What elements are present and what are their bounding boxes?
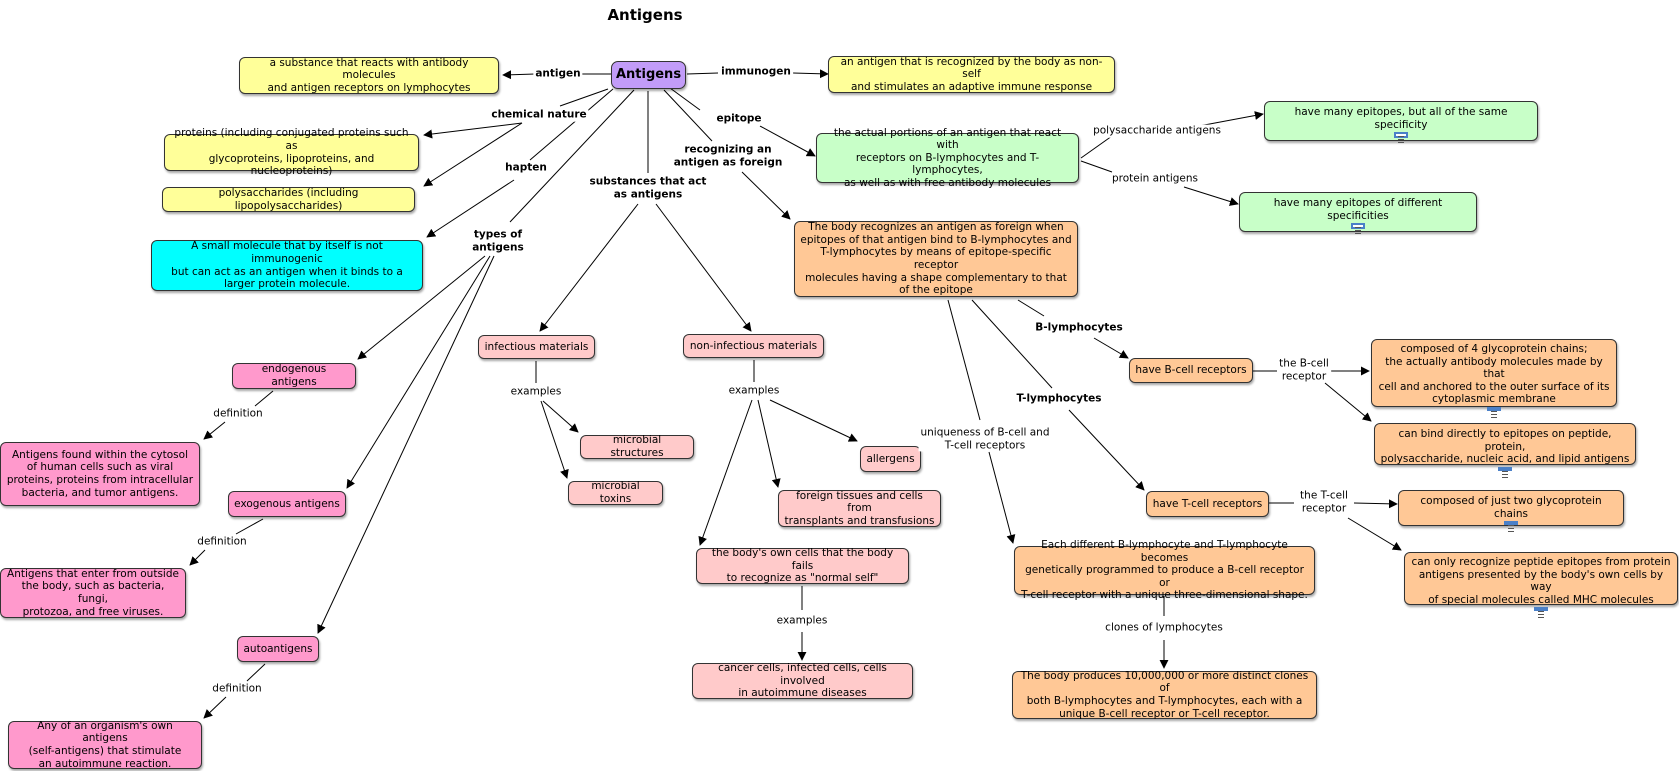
node-b-cell-composition[interactable]: composed of 4 glycoprotein chains; the a… (1371, 339, 1617, 418)
node-infectious-materials[interactable]: infectious materials (478, 335, 595, 359)
node-t-cell-peptide-epitopes[interactable]: can only recognize peptide epitopes from… (1404, 552, 1678, 619)
node-autoantigens[interactable]: autoantigens (237, 636, 319, 662)
node-antigens-root[interactable]: Antigens (611, 61, 686, 89)
node-exogenous-antigens[interactable]: exogenous antigens (228, 491, 346, 517)
node-label: autoantigens (243, 642, 313, 655)
link-label-epitope: epitope (714, 112, 764, 126)
node-recognizes-foreign[interactable]: The body recognizes an antigen as foreig… (794, 221, 1078, 297)
node-clones[interactable]: The body produces 10,000,000 or more dis… (1012, 669, 1317, 720)
node-t-cell-composition[interactable]: composed of just two glycoprotein chains (1398, 490, 1624, 533)
node-label: infectious materials (484, 340, 589, 353)
link-label-the-b-cell-receptor: the B-cell receptor (1277, 357, 1331, 383)
link-label-hapten: hapten (503, 161, 549, 175)
node-b-cell-binding[interactable]: can bind directly to epitopes on peptide… (1374, 423, 1636, 478)
node-epitope-definition[interactable]: the actual portions of an antigen that r… (816, 127, 1079, 189)
node-label: exogenous antigens (234, 497, 340, 510)
node-own-cells[interactable]: the body's own cells that the body fails… (696, 547, 909, 585)
node-endogenous-definition[interactable]: Antigens found within the cytosol of hum… (0, 442, 200, 506)
link-label-polysaccharide-antigens: polysaccharide antigens (1091, 124, 1223, 138)
document-icon[interactable] (1351, 223, 1365, 234)
node-label: The body produces 10,000,000 or more dis… (1020, 669, 1309, 720)
node-endogenous-antigens[interactable]: endogenous antigens (232, 363, 356, 389)
node-label: an antigen that is recognized by the bod… (840, 55, 1103, 93)
link-label-examples-noninfectious: examples (726, 384, 782, 398)
link-label-antigen: antigen (533, 67, 583, 81)
node-b-cell-receptors[interactable]: have B-cell receptors (1129, 358, 1253, 383)
link-label-examples-infectious: examples (508, 385, 564, 399)
node-label: cancer cells, infected cells, cells invo… (718, 662, 887, 700)
link-label-b-lymphocytes: B-lymphocytes (1033, 321, 1125, 335)
node-substance-definition[interactable]: a substance that reacts with antibody mo… (239, 57, 499, 94)
link-label-t-lymphocytes: T-lymphocytes (1014, 392, 1104, 406)
node-label: Each different B-lymphocyte and T-lympho… (1021, 539, 1308, 602)
node-label: have B-cell receptors (1135, 364, 1247, 377)
node-label: endogenous antigens (261, 363, 327, 388)
node-label: have T-cell receptors (1152, 497, 1263, 510)
node-exogenous-definition[interactable]: Antigens that enter from outside the bod… (0, 568, 186, 618)
node-label: microbial structures (610, 434, 664, 459)
node-autoantigens-definition[interactable]: Any of an organism's own antigens (self-… (8, 719, 202, 770)
diagram-title: Antigens (607, 6, 683, 24)
document-icon[interactable] (1498, 466, 1512, 478)
node-polysaccharides[interactable]: polysaccharides (including lipopolysacch… (162, 187, 415, 212)
node-label: The body recognizes an antigen as foreig… (800, 221, 1072, 297)
node-label: Antigens found within the cytosol of hum… (6, 448, 194, 499)
node-label: polysaccharides (including lipopolysacch… (218, 186, 359, 212)
node-label: Any of an organism's own antigens (self-… (28, 719, 182, 770)
node-label: can only recognize peptide epitopes from… (1411, 556, 1671, 606)
link-label-uniqueness: uniqueness of B-cell and T-cell receptor… (918, 426, 1052, 452)
node-allergens[interactable]: allergens (860, 446, 921, 472)
node-immunogen-definition[interactable]: an antigen that is recognized by the bod… (828, 56, 1115, 93)
node-label: can bind directly to epitopes on peptide… (1380, 428, 1630, 466)
link-label-definition-autoantigens: definition (210, 682, 264, 696)
node-label: allergens (866, 452, 915, 465)
link-label-types: types of antigens (470, 228, 526, 254)
node-label: Antigens that enter from outside the bod… (7, 567, 179, 618)
document-icon[interactable] (1394, 132, 1408, 143)
node-label: composed of 4 glycoprotein chains; the a… (1378, 343, 1610, 406)
node-hapten-definition[interactable]: A small molecule that by itself is not i… (151, 240, 423, 291)
node-cancer-cells[interactable]: cancer cells, infected cells, cells invo… (692, 662, 913, 700)
link-label-examples-own-cells: examples (774, 614, 830, 628)
node-different-specificities[interactable]: have many epitopes of different specific… (1239, 192, 1477, 234)
node-non-infectious-materials[interactable]: non-infectious materials (683, 334, 824, 358)
document-icon[interactable] (1487, 406, 1501, 418)
node-label: foreign tissues and cells from transplan… (784, 489, 935, 527)
node-t-cell-receptors[interactable]: have T-cell receptors (1146, 491, 1269, 517)
node-label: have many epitopes of different specific… (1273, 197, 1443, 222)
node-label: the body's own cells that the body fails… (711, 547, 894, 585)
node-label: non-infectious materials (689, 339, 818, 352)
node-label: the actual portions of an antigen that r… (833, 126, 1062, 189)
document-icon[interactable] (1534, 607, 1548, 619)
node-microbial-structures[interactable]: microbial structures (580, 434, 694, 459)
link-label-the-t-cell-receptor: the T-cell receptor (1298, 489, 1350, 515)
node-label: microbial toxins (591, 480, 640, 505)
link-label-protein-antigens: protein antigens (1109, 172, 1201, 186)
node-proteins[interactable]: proteins (including conjugated proteins … (164, 127, 419, 177)
link-label-definition-endogenous: definition (211, 407, 265, 421)
node-foreign-tissues[interactable]: foreign tissues and cells from transplan… (778, 490, 941, 527)
node-label: proteins (including conjugated proteins … (174, 127, 409, 178)
link-label-clones-of-lymphocytes: clones of lymphocytes (1103, 621, 1225, 635)
node-label: composed of just two glycoprotein chains (1420, 495, 1602, 520)
node-same-specificity[interactable]: have many epitopes, but all of the same … (1264, 101, 1538, 143)
document-icon[interactable] (1504, 521, 1518, 533)
node-label: A small molecule that by itself is not i… (171, 240, 403, 291)
node-genetically-programmed[interactable]: Each different B-lymphocyte and T-lympho… (1014, 539, 1315, 601)
node-label: Antigens (615, 67, 682, 83)
link-label-recognizing: recognizing an antigen as foreign (671, 143, 785, 169)
node-label: a substance that reacts with antibody mo… (267, 56, 471, 94)
link-label-definition-exogenous: definition (195, 535, 249, 549)
link-label-substances: substances that act as antigens (587, 175, 709, 201)
node-label: have many epitopes, but all of the same … (1294, 106, 1508, 131)
node-microbial-toxins[interactable]: microbial toxins (568, 480, 663, 505)
link-label-immunogen: immunogen (719, 65, 793, 79)
link-label-chemical-nature: chemical nature (489, 108, 589, 122)
